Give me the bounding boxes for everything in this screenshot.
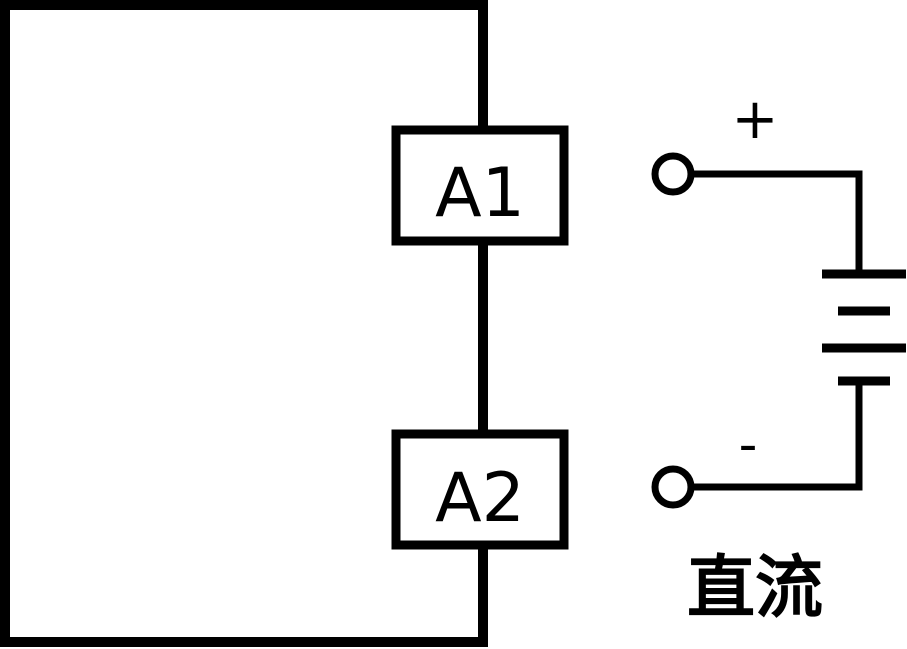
terminal-a1: A1	[391, 125, 569, 246]
terminal-a2: A2	[391, 429, 569, 550]
terminal-a1-label: A1	[435, 154, 525, 233]
positive-terminal-circle	[651, 152, 695, 196]
positive-lead-wire	[691, 170, 863, 272]
enclosure-outline	[0, 0, 488, 647]
dc-caption: 直流	[687, 549, 823, 628]
positive-polarity-label: +	[732, 87, 779, 152]
terminal-a2-box	[391, 429, 569, 550]
negative-terminal-circle	[651, 465, 695, 509]
terminal-a1-box	[391, 125, 569, 246]
battery-symbol	[822, 269, 906, 386]
negative-lead-wire	[691, 383, 863, 491]
device-enclosure	[0, 0, 488, 647]
terminal-a2-label: A2	[435, 459, 525, 538]
dc-source: + - 直流	[651, 87, 906, 628]
negative-polarity-label: -	[739, 415, 758, 475]
